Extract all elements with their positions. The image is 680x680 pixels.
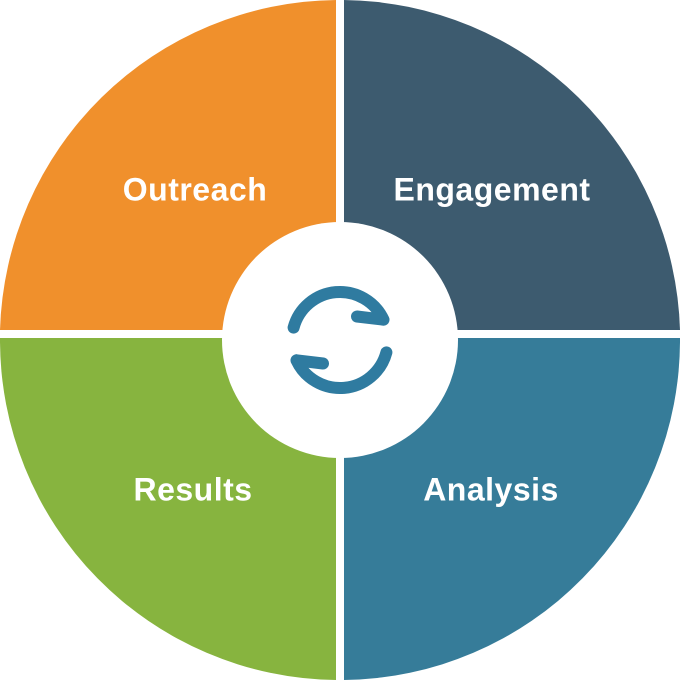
- segment-results: [0, 338, 336, 680]
- segment-outreach: [0, 0, 336, 330]
- segment-label-analysis: Analysis: [423, 471, 559, 508]
- sync-icon-bottom-arrow: [290, 346, 393, 395]
- sync-cycle-icon: [287, 285, 393, 395]
- segment-engagement: [344, 0, 680, 330]
- segment-analysis: [344, 338, 680, 680]
- center-hub: [222, 222, 458, 458]
- segment-label-outreach: Outreach: [122, 171, 268, 208]
- segment-label-engagement: Engagement: [393, 171, 591, 208]
- sync-icon-top-arrow: [287, 285, 390, 334]
- segment-label-results: Results: [133, 471, 253, 508]
